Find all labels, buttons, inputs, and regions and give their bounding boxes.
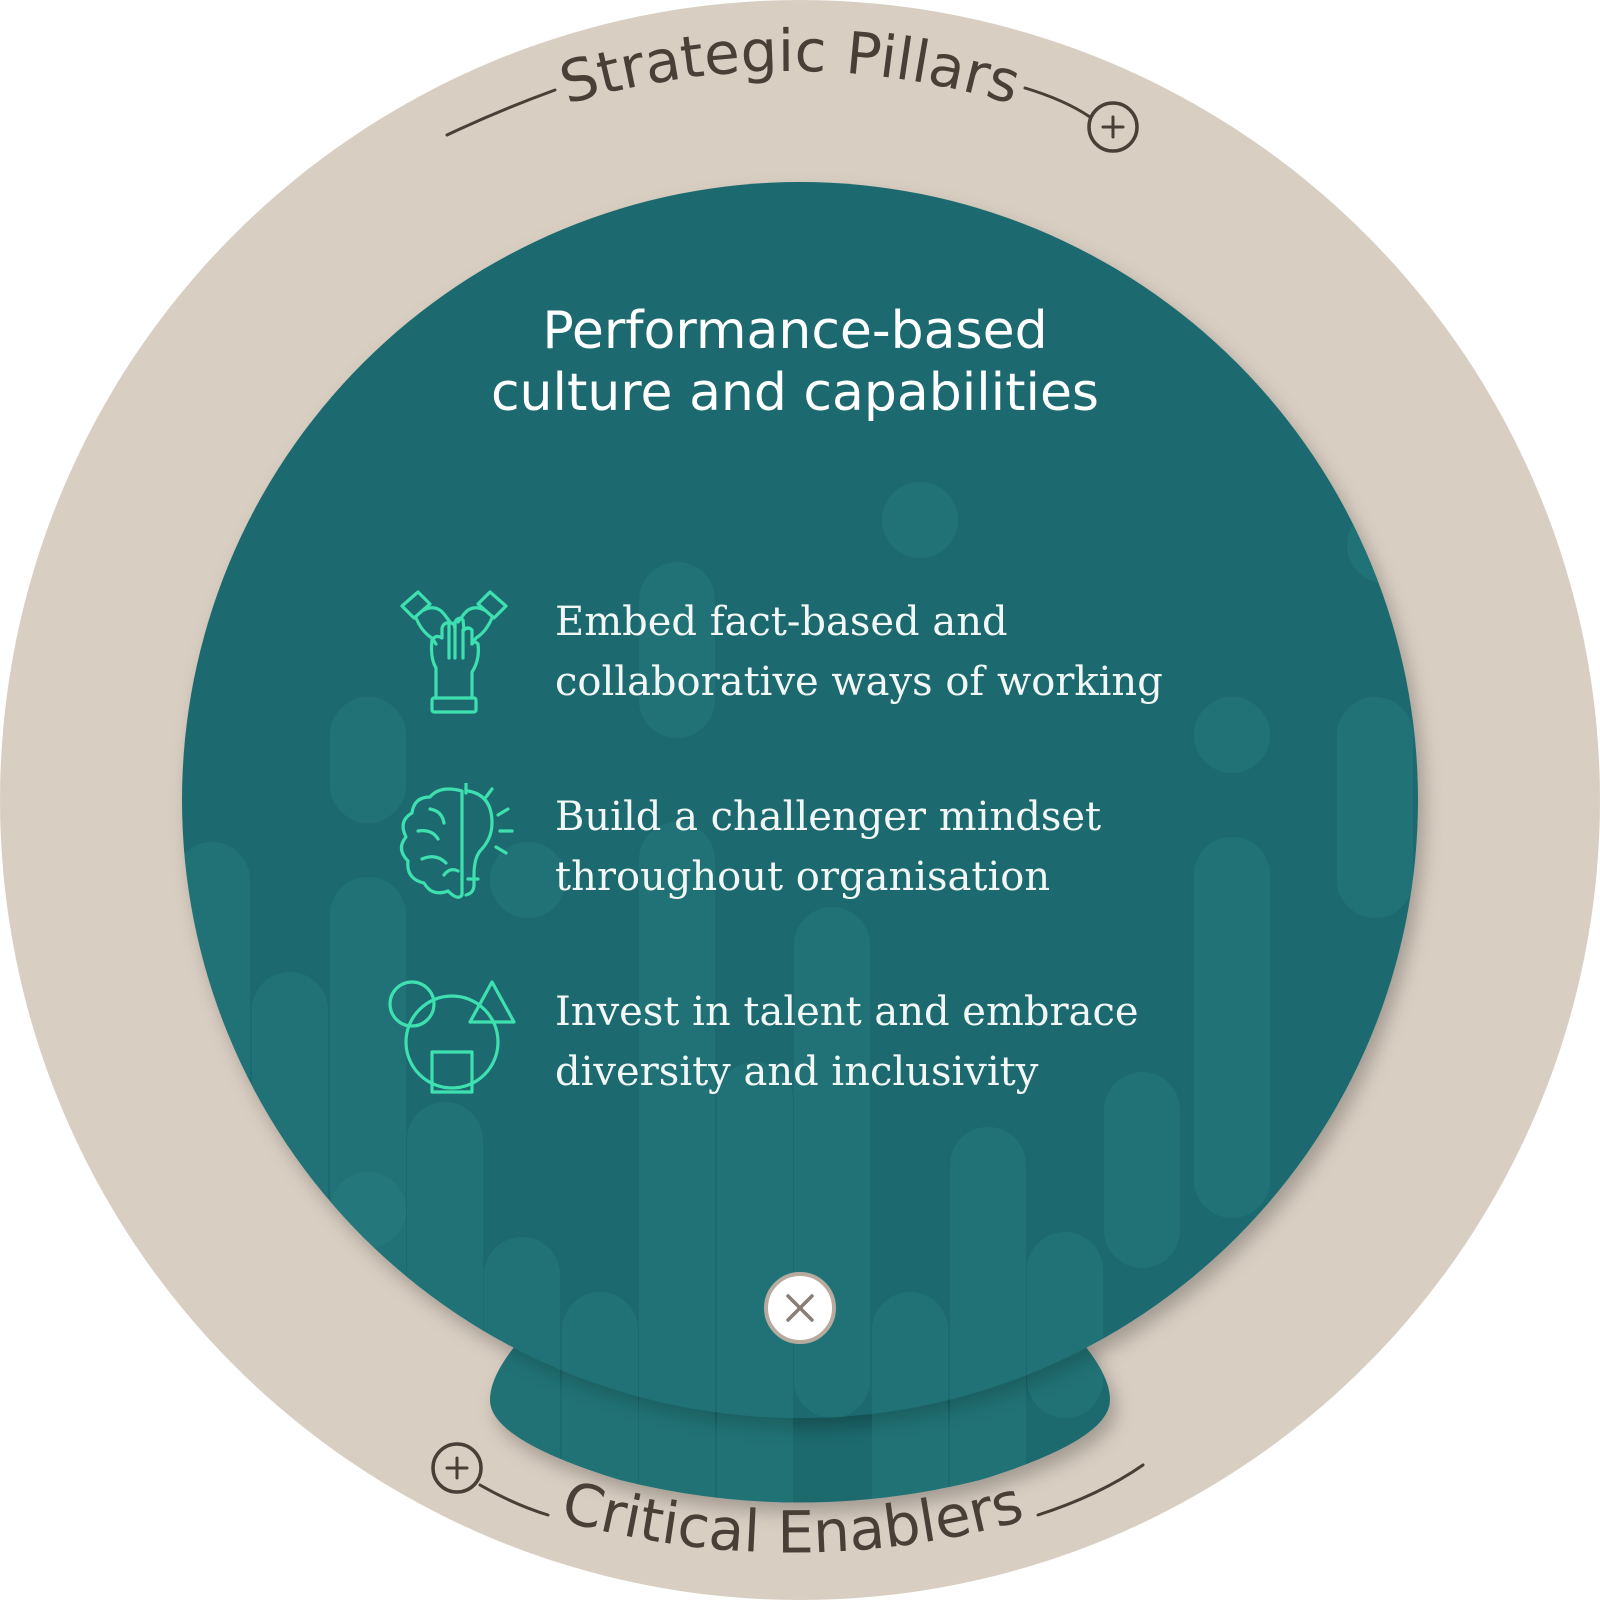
item-line-1: Build a challenger mindset [555, 794, 1102, 840]
panel-title: Performance-based culture and capabiliti… [395, 300, 1195, 424]
item-text: Invest in talent and embrace diversity a… [555, 982, 1205, 1102]
panel-title-line-1: Performance-based [542, 301, 1048, 361]
critical-enablers-decoration [478, 1463, 1145, 1517]
item-text: Embed fact-based and collaborative ways … [555, 592, 1205, 712]
strategic-pillars-plus-icon[interactable] [1087, 101, 1139, 153]
critical-enablers-plus-icon[interactable] [431, 1442, 483, 1494]
item-text: Build a challenger mindset throughout or… [555, 787, 1205, 907]
list-item-talent-diversity: Invest in talent and embrace diversity a… [388, 978, 1208, 1108]
background-pattern [182, 482, 1418, 1503]
item-line-2: collaborative ways of working [555, 659, 1163, 705]
item-line-1: Invest in talent and embrace [555, 989, 1139, 1035]
list-item-fact-based: Embed fact-based and collaborative ways … [388, 588, 1208, 718]
shapes-diversity-icon [388, 980, 516, 1094]
strategic-pillars-decoration [445, 86, 1092, 137]
item-line-2: diversity and inclusivity [555, 1049, 1039, 1095]
list-item-challenger-mindset: Build a challenger mindset throughout or… [388, 783, 1208, 913]
item-line-1: Embed fact-based and [555, 599, 1008, 645]
item-line-2: throughout organisation [555, 854, 1051, 900]
hands-together-icon [400, 590, 508, 714]
brain-lightbulb-icon [399, 783, 514, 899]
main-panel-circle [182, 182, 1418, 1418]
panel-title-line-2: culture and capabilities [490, 363, 1100, 423]
close-icon[interactable] [764, 1272, 836, 1344]
